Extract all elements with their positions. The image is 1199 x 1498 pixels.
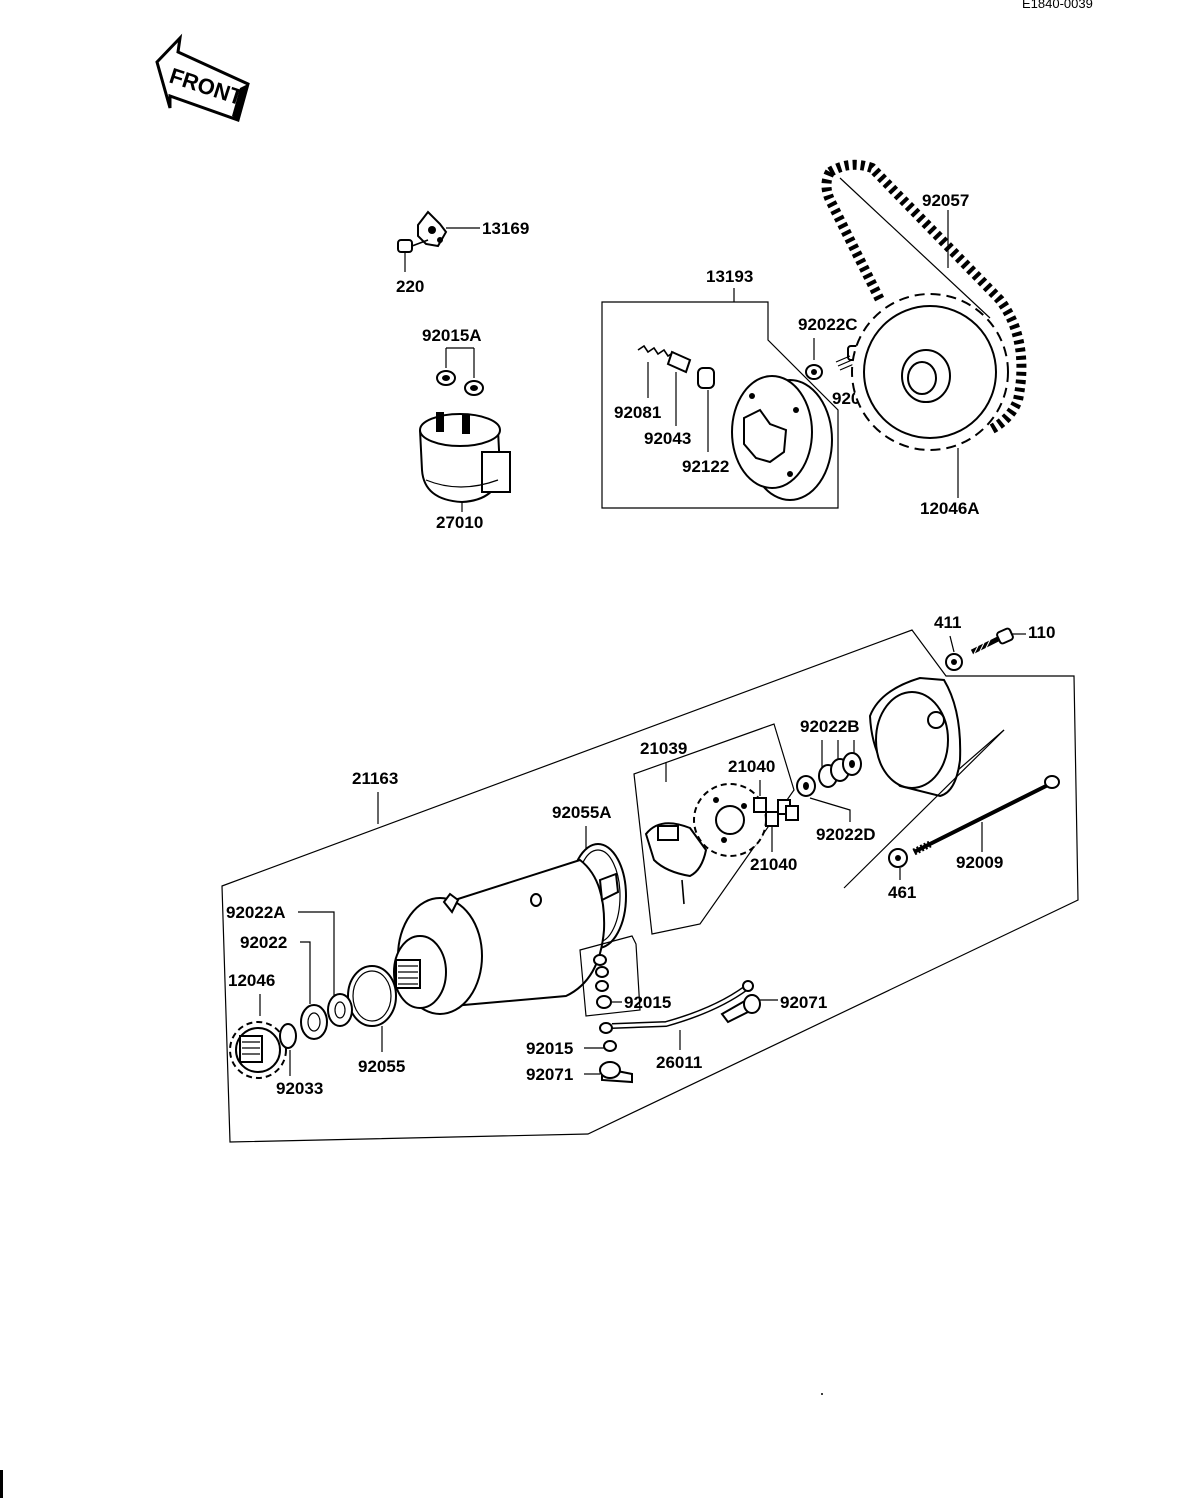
label-92057: 92057	[922, 191, 969, 210]
front-arrow: FRONT	[155, 33, 250, 122]
label-92022B: 92022B	[800, 717, 860, 736]
label-12046A: 12046A	[920, 499, 980, 518]
label-13193: 13193	[706, 267, 753, 286]
clutch-body	[731, 375, 833, 501]
label-26011: 26011	[656, 1053, 702, 1072]
label-21040-bottom: 21040	[750, 855, 797, 874]
label-92071-right: 92071	[780, 993, 827, 1012]
edge-mark	[0, 1470, 3, 1498]
label-411: 411	[934, 613, 961, 632]
sprocket-12046A	[851, 293, 1009, 498]
nut-92015-bottom	[603, 1040, 617, 1052]
label-92071-left: 92071	[526, 1065, 573, 1084]
through-bolt-92009	[843, 729, 1060, 889]
outline-21163	[221, 629, 1079, 1143]
end-cover	[868, 676, 1005, 798]
brushes-21040	[753, 797, 799, 827]
spring-92081	[637, 344, 675, 398]
label-92015-top: 92015	[624, 993, 671, 1012]
terminal-92071-right	[720, 994, 761, 1024]
label-92022D: 92022D	[816, 825, 876, 844]
label-21163: 21163	[352, 769, 398, 788]
label-92043: 92043	[644, 429, 691, 448]
label-92022A: 92022A	[226, 903, 286, 922]
circlip-92033	[279, 1023, 297, 1049]
reference-code: E1840-0039	[1022, 0, 1093, 11]
dot-mark	[821, 1393, 823, 1395]
label-92015-bottom: 92015	[526, 1039, 573, 1058]
washer-461	[888, 848, 908, 868]
solenoid-27010	[419, 412, 511, 512]
brush-plate	[644, 783, 767, 905]
label-92022: 92022	[240, 933, 287, 952]
bolt-110	[970, 627, 1026, 655]
nut-411	[945, 653, 963, 671]
label-92081: 92081	[614, 403, 661, 422]
terminal-92071-left	[599, 1061, 633, 1084]
washer-92022D	[796, 775, 816, 797]
bracket-13169	[417, 210, 480, 248]
label-110: 110	[1028, 623, 1055, 642]
label-92055: 92055	[358, 1057, 405, 1076]
label-92022C: 92022C	[798, 315, 858, 334]
label-21040-top: 21040	[728, 757, 775, 776]
bolt-220	[397, 239, 429, 272]
label-92015A: 92015A	[422, 326, 482, 345]
label-27010: 27010	[436, 513, 483, 532]
washer-92022C	[805, 364, 823, 380]
gear-12046	[229, 1021, 287, 1079]
label-220: 220	[396, 277, 424, 296]
label-461: 461	[888, 883, 916, 902]
label-12046: 12046	[228, 971, 275, 990]
box-92015	[579, 935, 641, 1017]
roller-92122	[697, 367, 715, 452]
o-ring-92055	[347, 965, 397, 1027]
cable-26011	[599, 980, 754, 1034]
label-92009: 92009	[956, 853, 1003, 872]
box-21039	[633, 723, 795, 935]
washer-92022A	[327, 993, 353, 1027]
starter-motor	[393, 858, 620, 1015]
label-92122: 92122	[682, 457, 729, 476]
nuts-92015A	[436, 370, 484, 396]
chain-92057	[821, 159, 1027, 435]
box-13193	[601, 301, 839, 509]
pin-92043	[666, 350, 692, 426]
label-13169: 13169	[482, 219, 529, 238]
nuts-92015	[593, 954, 612, 1009]
washer-92022	[300, 1004, 328, 1040]
label-92055A: 92055A	[552, 803, 612, 822]
washers-92022B	[818, 752, 862, 788]
label-92033: 92033	[276, 1079, 323, 1098]
label-21039: 21039	[640, 739, 687, 758]
